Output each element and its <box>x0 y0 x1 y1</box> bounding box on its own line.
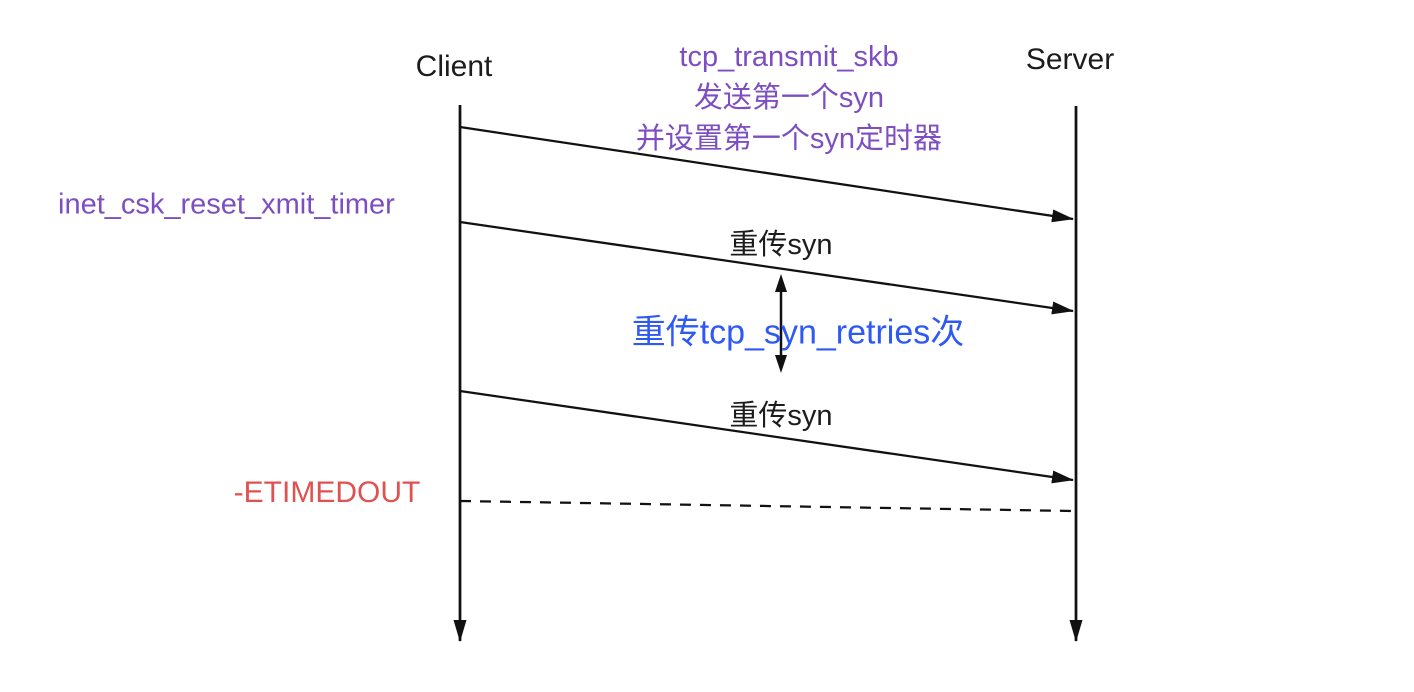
retries-interval-arrowhead-down-icon <box>775 355 787 373</box>
syn-arrow-first <box>459 125 1074 223</box>
retransmit-syn-label-2: 重传syn <box>729 400 833 432</box>
first-syn-note: tcp_transmit_skb 发送第一个syn 并设置第一个syn定时器 <box>636 37 942 160</box>
timeout-dashed-line <box>459 499 1075 513</box>
client-actor-label: Client <box>415 50 493 83</box>
first-syn-note-line2: 发送第一个syn <box>693 82 885 114</box>
retries-count-note: 重传tcp_syn_retries次 <box>631 313 965 352</box>
retries-interval-arrowhead-up-icon <box>775 274 787 292</box>
syn-arrow-retransmit-2 <box>459 389 1074 484</box>
first-syn-note-line3: 并设置第一个syn定时器 <box>635 123 943 155</box>
retransmit-syn-label-1: 重传syn <box>729 229 833 261</box>
first-syn-note-line1: tcp_transmit_skb <box>679 41 899 73</box>
server-actor-label: Server <box>1025 43 1115 76</box>
syn-arrow-retransmit-1 <box>459 220 1074 315</box>
etimedout-note: -ETIMEDOUT <box>233 476 421 509</box>
reset-xmit-timer-note: inet_csk_reset_xmit_timer <box>58 188 395 221</box>
